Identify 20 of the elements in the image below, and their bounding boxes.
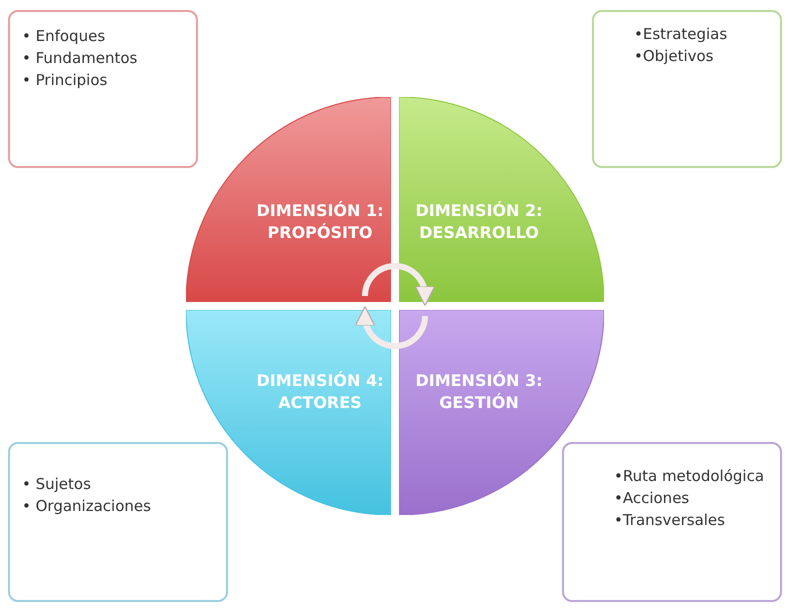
bullet-item: • Organizaciones <box>22 496 152 517</box>
bullet-item: • Sujetos <box>22 474 92 495</box>
bullet-item: •Estrategias <box>634 24 728 45</box>
dimension-title: DIMENSIÓN 2: DESARROLLO <box>414 200 544 244</box>
dimension-title: DIMENSIÓN 3: GESTIÓN <box>414 370 544 414</box>
cycle-arrow <box>362 263 435 306</box>
bullet-item: • Principios <box>22 70 108 90</box>
bullet-item: •Objetivos <box>634 46 714 67</box>
dimension-title: DIMENSIÓN 1: PROPÓSITO <box>255 200 385 244</box>
bullet-item: • Fundamentos <box>22 48 138 69</box>
dimension-title: DIMENSIÓN 4: ACTORES <box>255 370 385 414</box>
bullet-item: • Enfoques <box>22 26 106 47</box>
cycle-arrow <box>355 306 428 349</box>
bullet-item: •Acciones <box>614 488 690 509</box>
bullet-item: •Ruta metodológica <box>614 466 766 487</box>
text-box <box>592 10 782 168</box>
text-box <box>8 442 228 602</box>
text-box <box>562 442 782 602</box>
text-box <box>8 10 198 168</box>
bullet-item: •Transversales <box>614 510 726 530</box>
